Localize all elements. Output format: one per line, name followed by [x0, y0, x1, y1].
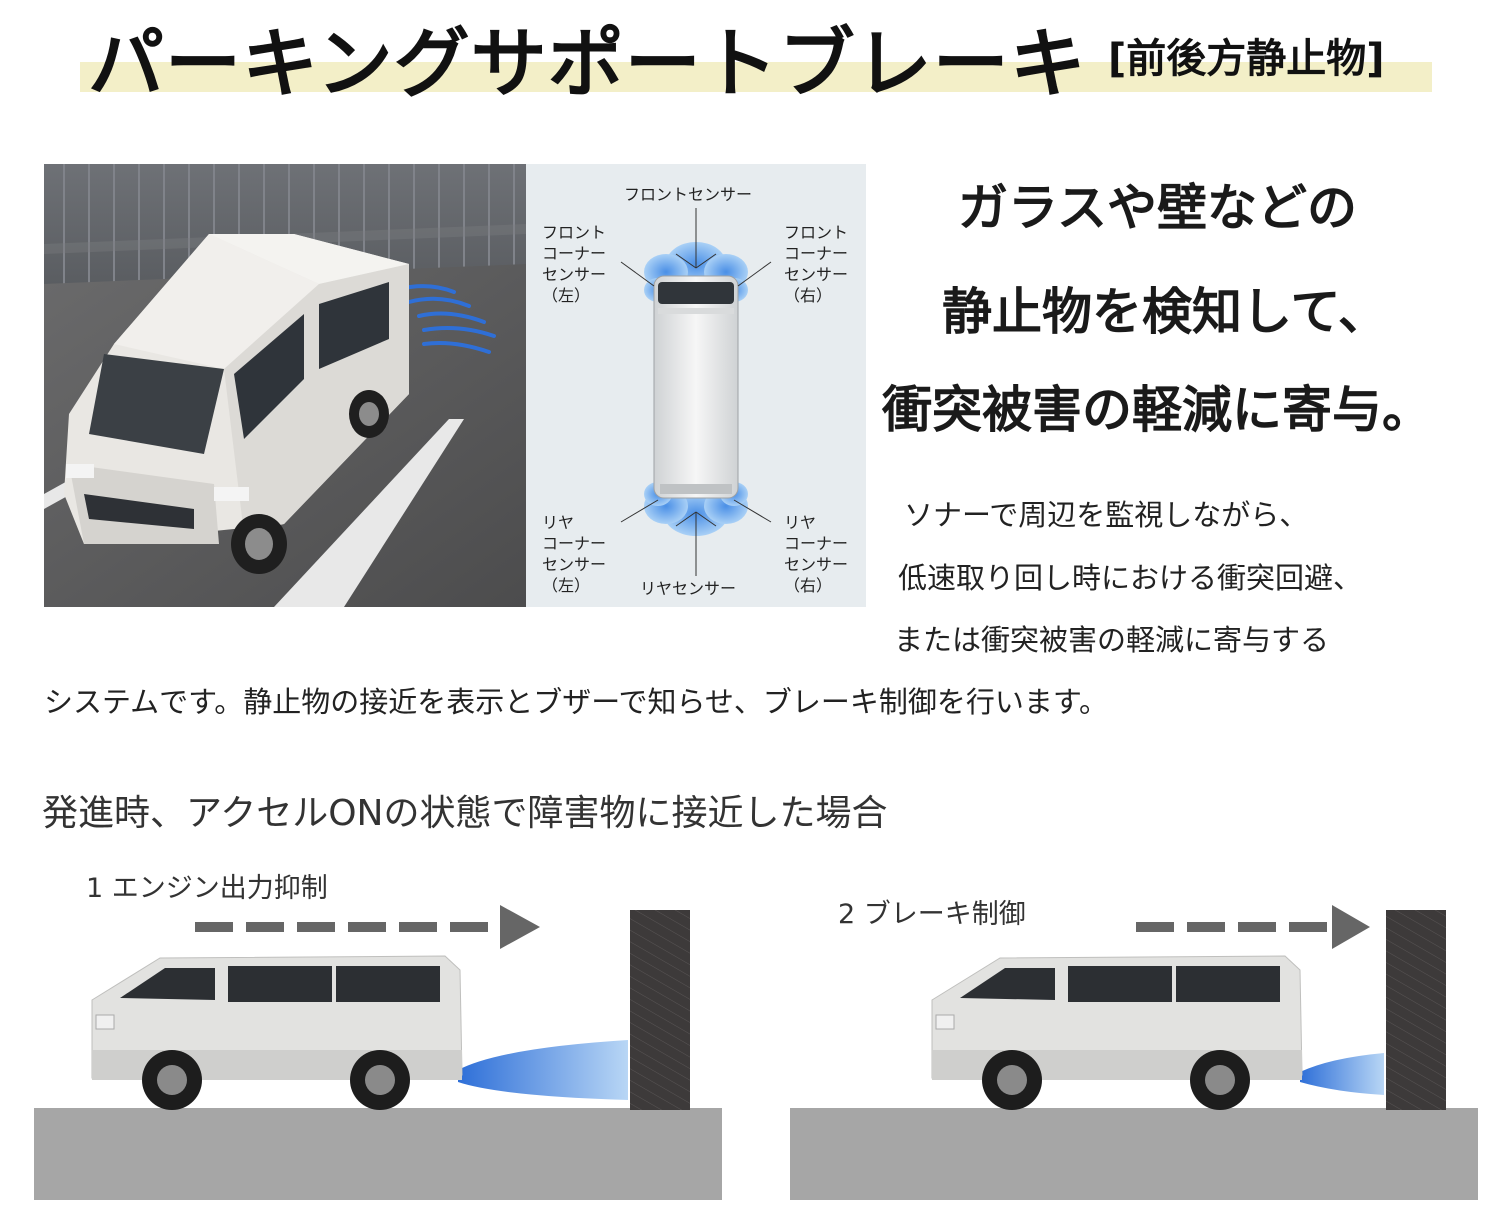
body-line-3: または衝突被害の軽減に寄与する — [894, 623, 1330, 657]
headline-line-3: 衝突被害の軽減に寄与。 — [882, 381, 1432, 439]
step-1-illustration — [34, 905, 722, 1200]
van-top-view-illustration — [620, 208, 772, 576]
step-2-scene — [760, 890, 1501, 1210]
step-1-label: 1 エンジン出力抑制 — [86, 873, 328, 904]
rear-corner-left-label: リヤ コーナー センサー （左） — [542, 513, 607, 595]
body-line-4: システムです。静止物の接近を表示とブザーで知らせ、ブレーキ制御を行います。 — [44, 685, 1109, 719]
section-heading: 発進時、アクセルONの状態で障害物に接近した場合 — [42, 793, 888, 834]
front-corner-right-label: フロント コーナー センサー （右） — [784, 223, 849, 305]
body-line-1: ソナーで周辺を監視しながら、 — [904, 498, 1309, 532]
rear-corner-right-label: リヤ コーナー センサー （右） — [784, 513, 849, 595]
step-1-scene — [0, 890, 740, 1210]
van-parking-illustration — [44, 164, 526, 607]
van-parking-photo — [44, 164, 526, 607]
page-subtitle: [前後方静止物] — [1108, 36, 1385, 82]
headline-line-2: 静止物を検知して、 — [942, 283, 1388, 341]
front-corner-left-label: フロント コーナー センサー （左） — [542, 223, 607, 305]
step-2-label: 2 ブレーキ制御 — [838, 899, 1026, 930]
headline-line-1: ガラスや壁などの — [958, 179, 1357, 237]
rear-sensor-label: リヤセンサー — [640, 579, 737, 598]
sensor-diagram: フロントセンサー フロント コーナー センサー （左） フロント コーナー セン… — [526, 164, 866, 607]
front-sensor-label: フロントセンサー — [624, 185, 753, 204]
step-2-illustration — [790, 905, 1478, 1200]
body-line-2: 低速取り回し時における衝突回避、 — [898, 561, 1363, 595]
page-title: パーキングサポートブレーキ — [88, 19, 1087, 108]
title-highlight — [80, 62, 1432, 92]
